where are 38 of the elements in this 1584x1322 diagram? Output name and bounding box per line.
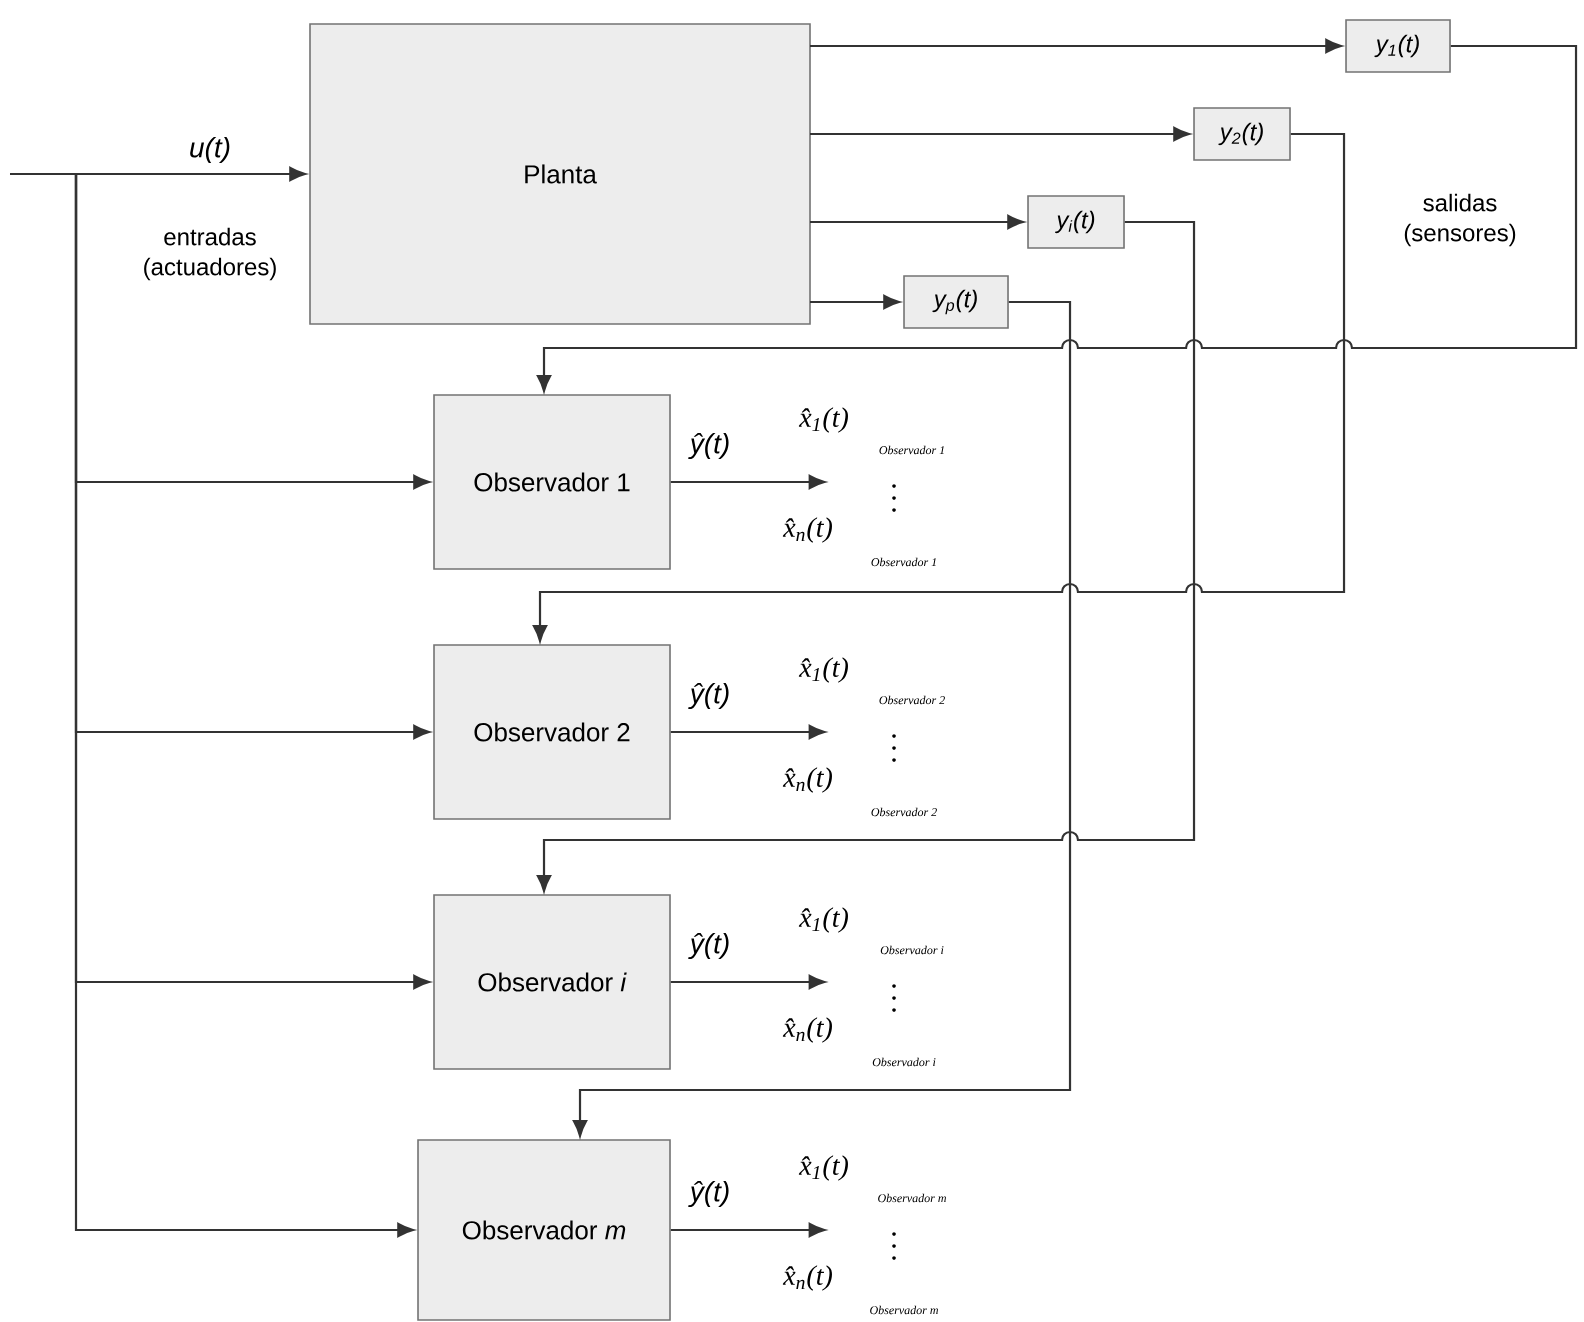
edge-label: ŷ(t) — [687, 1178, 733, 1210]
signal-box: y$_{2}$(t) — [1193, 107, 1291, 161]
edge-label: ŷ(t) — [687, 680, 733, 712]
estimate-label: x̂$_{n}$(t) — [782, 1017, 832, 1043]
text-label: salidas (sensores) — [1404, 193, 1516, 247]
observer-box: Observador 1 — [433, 394, 671, 570]
arrow — [536, 220, 1196, 892]
arrow — [810, 214, 1025, 230]
arrow — [532, 132, 1346, 642]
estimate-label: x̂$_{1}$(t) — [798, 1155, 848, 1181]
edge-label: u(t) — [187, 134, 233, 166]
observer-box: Observador 2 — [433, 644, 671, 820]
observer-box: Observador m — [417, 1139, 671, 1321]
process-box: Planta — [309, 23, 811, 325]
arrow — [536, 44, 1578, 392]
signal-box: y$_{i}$(t) — [1027, 195, 1125, 249]
estimate-label: x̂$_{n}$(t) — [782, 767, 832, 793]
arrow — [10, 166, 307, 182]
edge-label: ŷ(t) — [687, 930, 733, 962]
arrow — [670, 474, 826, 490]
arrow — [572, 300, 1072, 1137]
edge-label: ŷ(t) — [687, 430, 733, 462]
estimate-label: x̂$_{n}$(t) — [782, 1265, 832, 1291]
arrow — [810, 294, 901, 310]
arrow — [670, 974, 826, 990]
observer-box: Observador i — [433, 894, 671, 1070]
arrow — [670, 1222, 826, 1238]
estimate-label: x̂$_{n}$(t) — [782, 517, 832, 543]
arrow — [74, 174, 415, 1238]
signal-box: y$_{p}$(t) — [903, 275, 1009, 329]
text-label: entradas (actuadores) — [144, 227, 276, 281]
arrow — [810, 38, 1343, 54]
arrow — [810, 126, 1191, 142]
arrow — [670, 724, 826, 740]
estimate-label: x̂$_{1}$(t) — [798, 407, 848, 433]
signal-box: y$_{1}$(t) — [1345, 19, 1451, 73]
estimate-label: x̂$_{1}$(t) — [798, 657, 848, 683]
estimate-label: x̂$_{1}$(t) — [798, 907, 848, 933]
